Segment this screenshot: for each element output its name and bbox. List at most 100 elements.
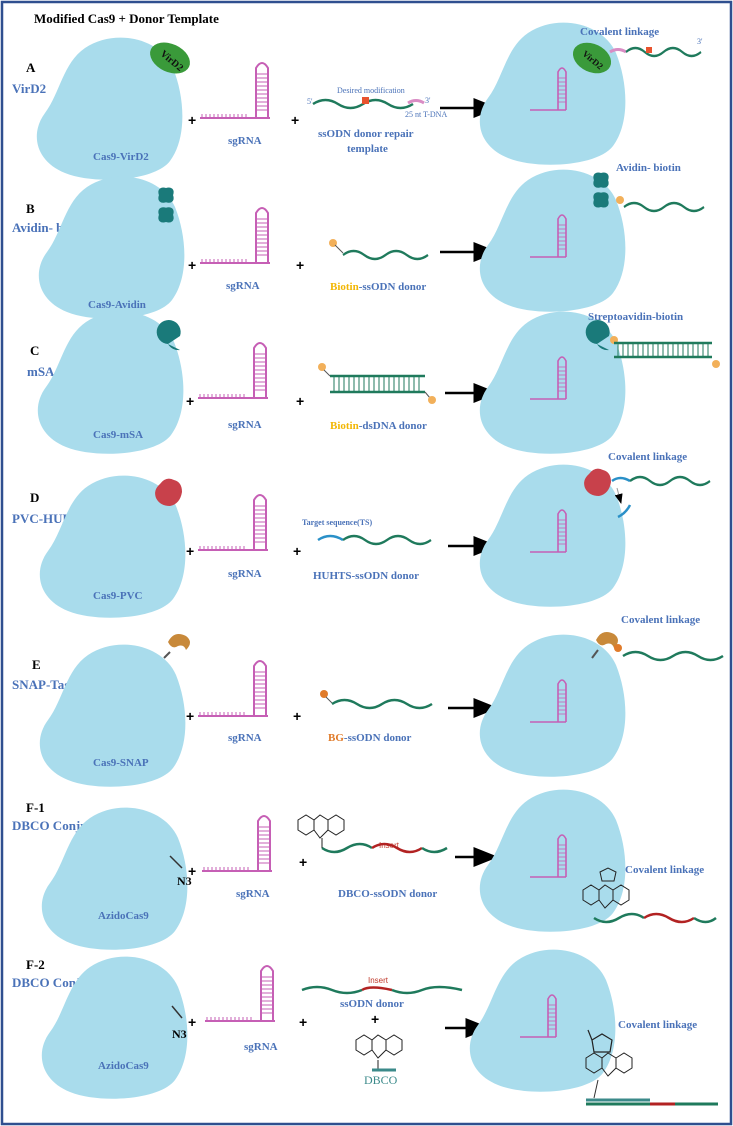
n3-label: N3 [177, 874, 192, 888]
protein-label: Cas9-SNAP [93, 757, 149, 769]
bg-linker [325, 696, 333, 704]
plus-sign: + [293, 543, 301, 559]
plus-sign: + [296, 393, 304, 409]
triazole-ring [599, 867, 617, 882]
plus-sign: + [299, 854, 307, 870]
linked-tdna [609, 48, 627, 54]
ssodn-left [321, 842, 373, 854]
biotin-linker [334, 244, 344, 254]
plus-sign: + [291, 112, 299, 128]
huh-domain [155, 478, 182, 506]
plus-sign: + [293, 708, 301, 724]
ssodn-strand [330, 698, 434, 710]
bg-ball [320, 690, 328, 698]
plus-sign: + [188, 863, 196, 879]
sgrna-structure [197, 494, 269, 551]
protein-label: AzidoCas9 [98, 1060, 149, 1072]
snap-linker [591, 649, 599, 659]
ts-label: Target sequence(TS) [302, 518, 372, 527]
result-label: Covalent linkage [625, 864, 704, 876]
figure-title: Modified Cas9 + Donor Template [34, 11, 219, 26]
section-a-letter: A [26, 60, 36, 75]
azide-linker [171, 1005, 183, 1019]
dbco-linker [593, 1079, 599, 1099]
sgrna-structure [199, 62, 271, 119]
section-d-name: PVC-HUH [12, 511, 73, 526]
sgrna-label: sgRNA [228, 732, 262, 744]
donor-label: ssODN donor [340, 998, 404, 1010]
result-label: Covalent linkage [580, 26, 659, 38]
plus-sign: + [186, 708, 194, 724]
donor-label: BG-ssODN donor [328, 732, 412, 744]
three-prime-label: 3' [697, 37, 703, 46]
insert-label: Insert [368, 976, 389, 985]
sgrna-label: sgRNA [236, 888, 270, 900]
plus-sign: + [296, 257, 304, 273]
result-label: Covalent linkage [608, 451, 687, 463]
plus-sign: + [188, 257, 196, 273]
azide-linker [169, 855, 183, 869]
linked-ssodn [593, 912, 645, 924]
virD2-tag [572, 42, 612, 74]
cleavage-arrow [614, 487, 623, 504]
protein-label: Cas9-mSA [93, 429, 143, 441]
snap-linker [163, 651, 171, 659]
result-label: Avidin- biotin [616, 162, 681, 174]
result-label: Covalent linkage [621, 614, 700, 626]
ssodn-right [421, 846, 448, 854]
insert-segment [361, 986, 393, 992]
ssodn-right [391, 985, 463, 995]
section-e-letter: E [32, 657, 41, 672]
section-f2-letter: F-2 [26, 957, 45, 972]
donor-label-line1: ssODN donor repair [318, 128, 414, 140]
section-c: C mSA Cas9-mSA + sgRNA + Biotin-dsDNA do… [27, 311, 720, 454]
plus-sign: + [188, 1014, 196, 1030]
donor-label-line2: template [347, 143, 388, 155]
biotin-ball [712, 360, 720, 368]
msa-pacman [585, 320, 610, 351]
insert-segment [371, 842, 423, 854]
cas9-complex [479, 169, 626, 312]
n3-label: N3 [172, 1027, 187, 1041]
cas9-complex [479, 789, 626, 932]
plus-sign: + [299, 1014, 307, 1030]
linked-ssodn [621, 650, 725, 662]
sgrna-structure [201, 815, 273, 872]
section-f1: F-1 DBCO Conjugation N3 AzidoCas9 + sgRN… [12, 789, 717, 950]
cleaved-ts [617, 504, 632, 519]
dsdna-ladder [614, 341, 712, 359]
cas9-complex [479, 22, 626, 165]
section-f2: F-2 DBCO Conjugation N3 AzidoCas9 + sgRN… [12, 949, 718, 1106]
huh-domain [584, 468, 611, 496]
protein-label: AzidoCas9 [98, 910, 149, 922]
plus-sign: + [371, 1011, 379, 1027]
sgrna-structure [197, 660, 269, 717]
section-e: E SNAP-Tag Cas9-SNAP + sgRNA + BG-ssODN … [12, 614, 725, 787]
cas9-complex [469, 949, 616, 1092]
section-a: A VirD2 VirD2 Cas9-VirD2 + sgRNA + Desir… [12, 22, 703, 180]
ssodn-right [693, 916, 717, 924]
ssodn-left [301, 985, 363, 995]
sgrna-structure [197, 342, 269, 399]
donor-suffix: -ssODN donor [359, 281, 427, 293]
sgrna-label: sgRNA [228, 135, 262, 147]
ssodn-strand [341, 249, 430, 261]
biotin-ball [428, 396, 436, 404]
donor-label: HUHTS-ssODN donor [313, 570, 419, 582]
protein-label: Cas9-Avidin [88, 299, 146, 311]
section-e-name: SNAP-Tag [12, 677, 71, 692]
donor-label: Biotin-ssODN donor [330, 281, 426, 293]
snap-tag [596, 632, 618, 648]
donor-label: DBCO-ssODN donor [338, 888, 437, 900]
linked-ssodn [624, 46, 703, 58]
modification-mark [362, 97, 369, 104]
avidin-tetramer [593, 172, 609, 208]
donor-prefix: Biotin [330, 281, 359, 293]
bg-ball [614, 644, 622, 652]
biotin-ball [616, 196, 624, 204]
mod-label: Desired modification [337, 86, 405, 95]
section-f1-letter: F-1 [26, 800, 45, 815]
sgrna-label: sgRNA [244, 1041, 278, 1053]
result-label: Covalent linkage [618, 1019, 697, 1031]
donor-prefix: Biotin [330, 420, 359, 432]
